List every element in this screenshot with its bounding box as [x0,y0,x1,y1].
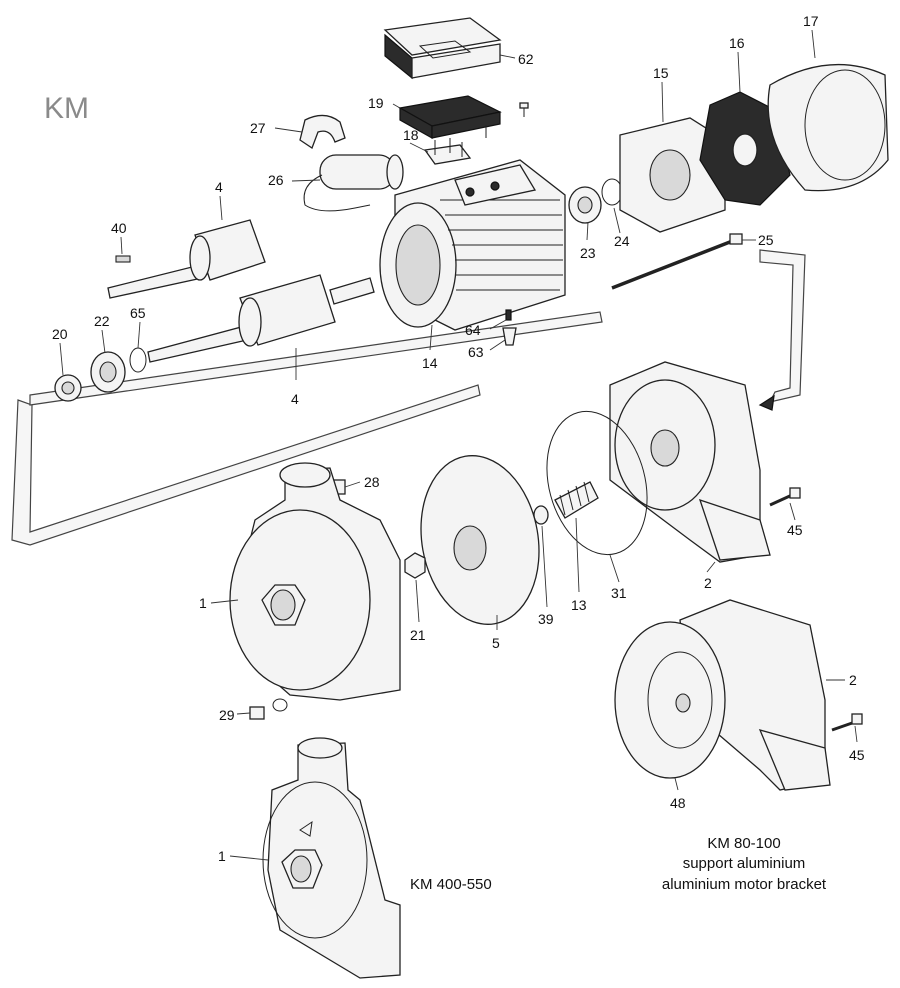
rotor-shaft-lower [147,274,375,363]
label-part-5: 5 [492,635,500,651]
caption-km-80-100: KM 80-100 [707,835,780,852]
label-part-29: 29 [219,707,235,723]
seal-ring [533,505,549,525]
capacitor [303,154,404,212]
label-part-24: 24 [614,233,630,249]
label-part-15: 15 [653,65,669,81]
label-part-28: 28 [364,474,380,490]
label-part-27: 27 [250,120,266,136]
label-part-16: 16 [729,35,745,51]
front-bearing [90,351,126,393]
drain-plug [249,706,265,720]
cooling-fan [699,91,791,206]
label-part-14: 14 [422,355,438,371]
impeller [420,455,540,625]
drain-plug-washer [272,698,288,712]
pump-body-alt [262,737,401,979]
assembly-path-band-top [29,311,603,406]
label-part-26: 26 [268,172,284,188]
label-part-65: 65 [130,305,146,321]
label-part-17: 17 [803,13,819,29]
label-part-4-upper: 4 [215,179,223,195]
terminal-box [398,95,529,140]
caption-support-aluminium: support aluminium [683,855,806,872]
rotor-shaft-upper [107,219,266,299]
pump-body [229,462,401,701]
caption-km-400-550: KM 400-550 [410,876,492,893]
label-part-64: 64 [465,322,481,338]
assembly-path-arrow [758,394,775,411]
bracket-bolt-lower [831,713,863,732]
label-part-18: 18 [403,127,419,143]
fan-cover [767,63,889,192]
label-part-1: 1 [199,595,207,611]
front-plate [614,621,726,779]
label-part-21: 21 [410,627,426,643]
label-part-25: 25 [758,232,774,248]
leader-lines [59,29,858,861]
rear-end-shield [619,117,726,233]
terminal-board [423,138,472,165]
label-part-45-lower: 45 [849,747,865,763]
motor-foot [502,327,517,346]
tie-rod [611,238,736,290]
part-labels: 62 19 27 18 4 26 40 15 16 17 23 24 25 20… [52,13,865,864]
brand-title: KM [44,92,89,125]
label-part-22: 22 [94,313,110,329]
assembly-path-band-lower [11,384,481,546]
assembly-path-band [759,249,806,403]
label-part-23: 23 [580,245,596,261]
label-part-63: 63 [468,344,484,360]
label-part-19: 19 [368,95,384,111]
motor-bracket-alt [679,599,831,791]
tie-rod-head [729,233,743,245]
circlip [129,347,147,373]
wave-washer [601,178,623,206]
label-part-48: 48 [670,795,686,811]
impeller-nut [404,552,426,579]
mechanical-seal [554,481,599,519]
label-part-40: 40 [111,220,127,236]
bushing [54,374,82,402]
label-part-4-lower: 4 [291,391,299,407]
label-part-2-upper: 2 [704,575,712,591]
caption-motor-bracket: aluminium motor bracket [662,876,827,893]
motor-bracket [609,361,771,563]
label-part-20: 20 [52,326,68,342]
label-part-1-alt: 1 [218,848,226,864]
rear-bearing [568,186,602,224]
label-part-2-lower: 2 [849,672,857,688]
motor-foot-pin [505,309,512,321]
motor-stator-housing [379,159,566,331]
shaft-key [115,255,131,263]
o-ring [546,410,648,556]
label-part-45-upper: 45 [787,522,803,538]
capacitor-clamp [299,114,346,149]
label-part-13: 13 [571,597,587,613]
label-part-62: 62 [518,51,534,67]
terminal-box-cover [383,17,502,80]
bracket-bolt-upper [769,487,801,507]
label-part-39: 39 [538,611,554,627]
label-part-31: 31 [611,585,627,601]
